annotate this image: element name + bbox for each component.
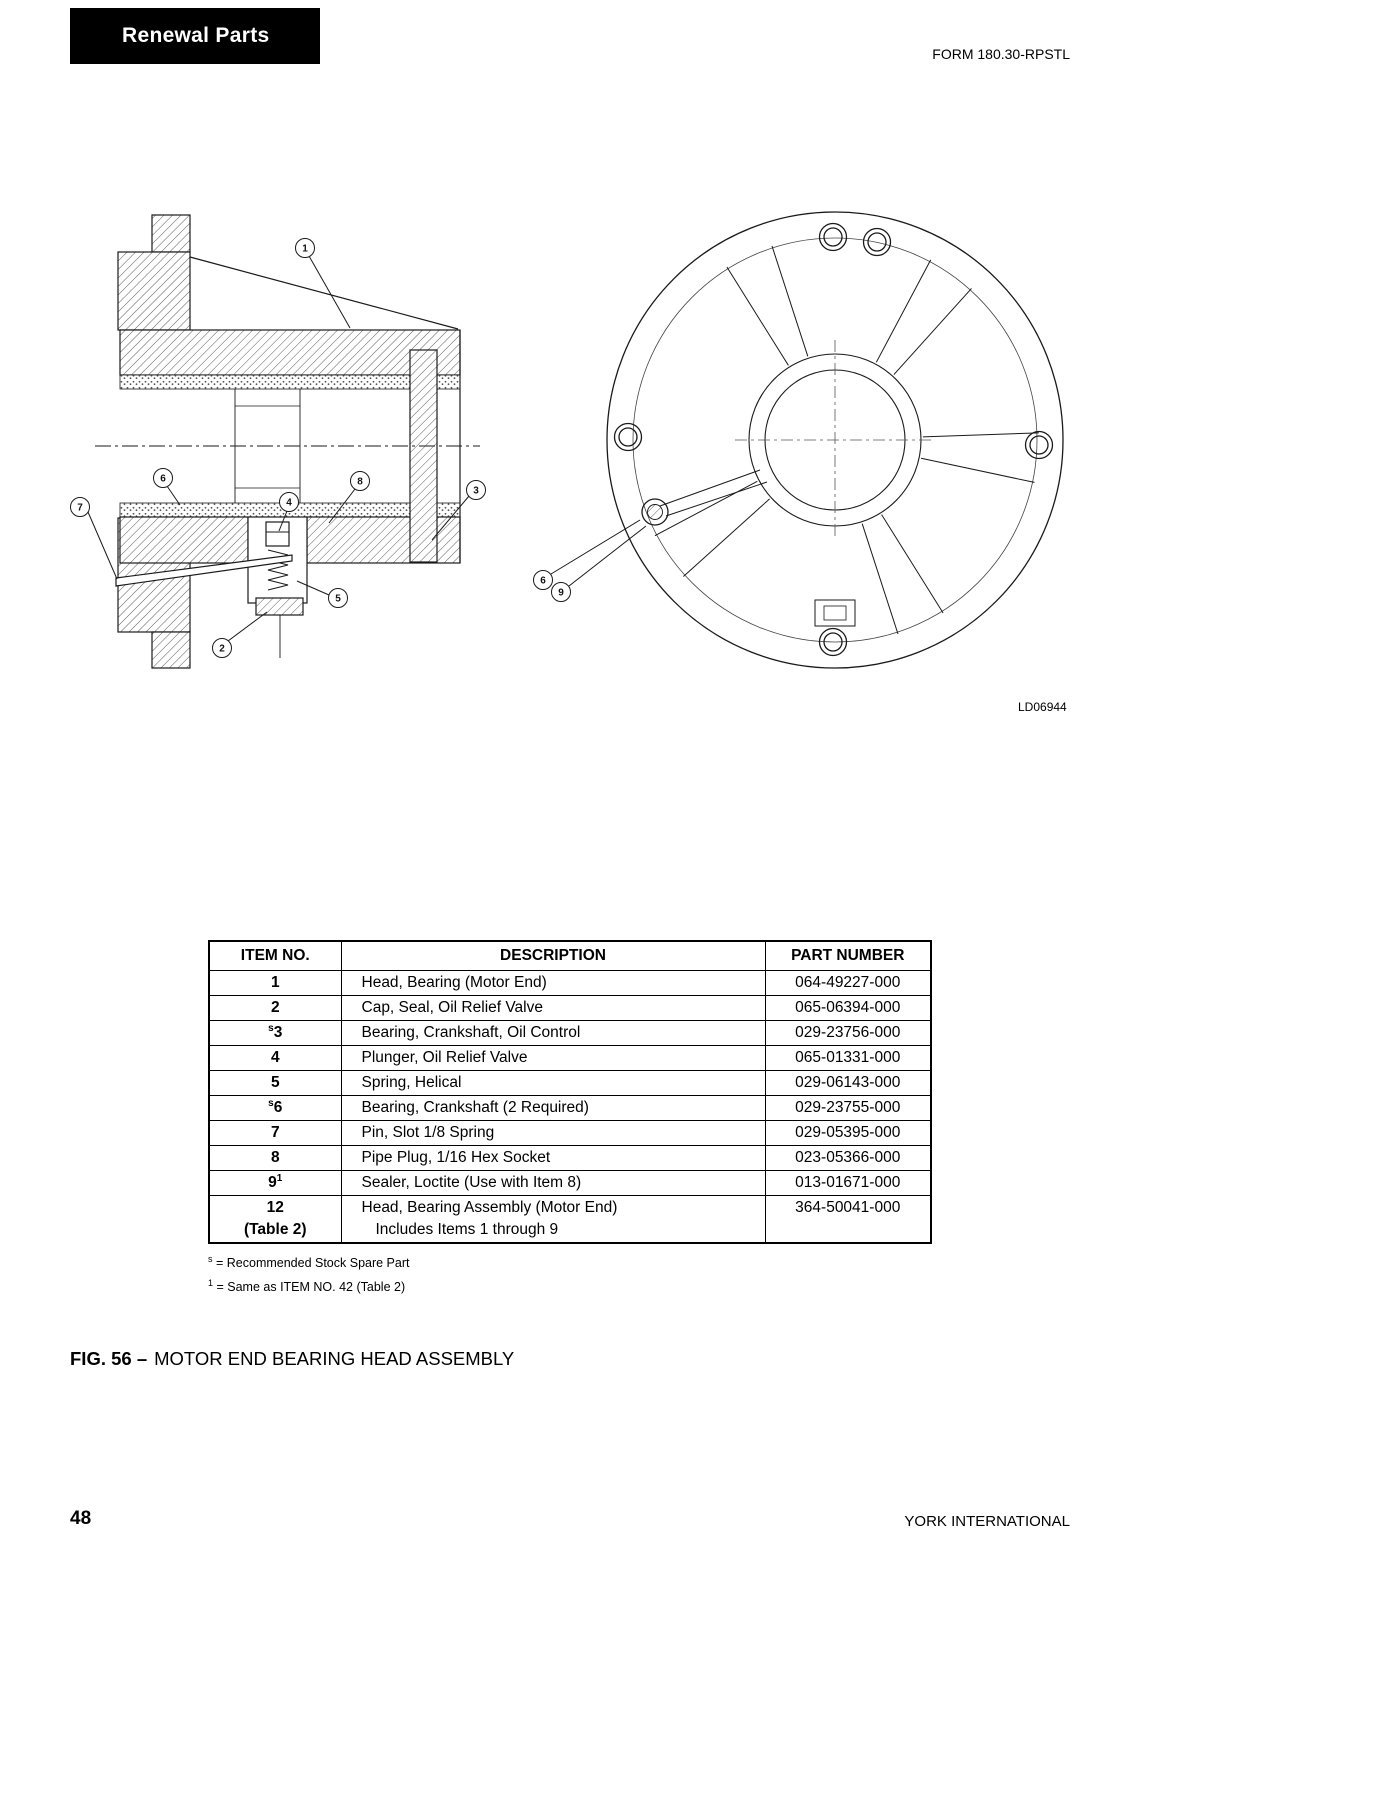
callout-5: 5 xyxy=(296,580,348,608)
col-header-description: DESCRIPTION xyxy=(340,940,766,971)
svg-text:7: 7 xyxy=(77,503,83,514)
item-no-cell: 4 xyxy=(208,1045,342,1072)
description-cell: Pipe Plug, 1/16 Hex Socket xyxy=(340,1145,766,1172)
page-number: 48 xyxy=(70,1508,92,1529)
part-number-cell: 065-06394-000 xyxy=(764,995,932,1021)
callout-2: 2 xyxy=(212,611,268,658)
description-cell: Spring, Helical xyxy=(340,1070,766,1097)
item-no-cell: 91 xyxy=(208,1170,342,1197)
item-no-cell: 12(Table 2) xyxy=(208,1195,342,1244)
cross-section-drawing xyxy=(95,214,480,669)
part-number-cell: 029-05395-000 xyxy=(764,1120,932,1147)
part-number-cell: 023-05366-000 xyxy=(764,1145,932,1172)
footnote-stock-sup: s xyxy=(208,1254,213,1265)
item-no-cell: 5 xyxy=(208,1070,342,1097)
part-number-cell: 029-23756-000 xyxy=(764,1019,932,1047)
figure-drawings: 1 2 3 4 5 xyxy=(70,211,1064,669)
description-cell: Sealer, Loctite (Use with Item 8) xyxy=(340,1170,766,1197)
part-number-cell: 029-06143-000 xyxy=(764,1070,932,1097)
footnote-stock-text: = Recommended Stock Spare Part xyxy=(215,1256,410,1271)
figure-number: FIG. 56 – xyxy=(70,1348,148,1369)
figure-caption: FIG. 56 – MOTOR END BEARING HEAD ASSEMBLY xyxy=(70,1348,514,1370)
svg-text:1: 1 xyxy=(302,244,308,255)
part-number-cell: 013-01671-000 xyxy=(764,1170,932,1197)
callout-6-right: 6 xyxy=(533,519,641,590)
svg-text:5: 5 xyxy=(335,594,341,605)
banner-label: Renewal Parts xyxy=(122,24,270,47)
description-cell: Head, Bearing Assembly (Motor End)Includ… xyxy=(340,1195,766,1244)
callout-8: 8 xyxy=(328,471,370,524)
col-header-part-number: PART NUMBER xyxy=(764,940,932,971)
face-view-drawing xyxy=(606,211,1064,669)
item-no-cell: s6 xyxy=(208,1095,342,1122)
svg-text:4: 4 xyxy=(286,498,292,509)
part-number-cell: 029-23755-000 xyxy=(764,1095,932,1122)
description-cell: Head, Bearing (Motor End) xyxy=(340,970,766,996)
renewal-parts-banner: Renewal Parts xyxy=(70,8,320,64)
item-no-cell: s3 xyxy=(208,1019,342,1047)
svg-text:3: 3 xyxy=(473,486,479,497)
table-row: 12(Table 2)Head, Bearing Assembly (Motor… xyxy=(208,1195,932,1244)
col-header-item-no: ITEM NO. xyxy=(208,940,342,971)
form-number: FORM 180.30-RPSTL xyxy=(932,46,1070,62)
item-no-cell: 7 xyxy=(208,1120,342,1147)
footnote-same-as-item-42: 1 = Same as ITEM NO. 42 (Table 2) xyxy=(208,1278,930,1294)
callout-3: 3 xyxy=(431,480,486,541)
description-cell: Bearing, Crankshaft, Oil Control xyxy=(340,1019,766,1047)
item-no-cell: 2 xyxy=(208,995,342,1021)
part-number-cell: 065-01331-000 xyxy=(764,1045,932,1072)
footnote-item42-text: = Same as ITEM NO. 42 (Table 2) xyxy=(216,1279,406,1294)
drawing-code: LD06944 xyxy=(1018,700,1067,714)
description-cell: Plunger, Oil Relief Valve xyxy=(340,1045,766,1072)
svg-text:9: 9 xyxy=(558,588,564,599)
description-cell: Pin, Slot 1/8 Spring xyxy=(340,1120,766,1147)
callout-4: 4 xyxy=(278,492,299,532)
part-number-cell: 364-50041-000 xyxy=(764,1195,932,1244)
footnote-stock-spare: s = Recommended Stock Spare Part xyxy=(208,1254,930,1270)
svg-text:6: 6 xyxy=(160,474,166,485)
item-no-cell: 1 xyxy=(208,970,342,996)
callout-1: 1 xyxy=(295,238,351,329)
svg-text:2: 2 xyxy=(219,644,225,655)
callout-9-right: 9 xyxy=(551,525,647,602)
callout-6: 6 xyxy=(153,468,181,506)
svg-text:6: 6 xyxy=(540,576,546,587)
company-name: YORK INTERNATIONAL xyxy=(904,1513,1070,1530)
description-cell: Bearing, Crankshaft (2 Required) xyxy=(340,1095,766,1122)
item-no-cell: 8 xyxy=(208,1145,342,1172)
svg-text:8: 8 xyxy=(357,477,363,488)
footnote-item42-sup: 1 xyxy=(208,1277,214,1288)
callout-7: 7 xyxy=(70,497,118,580)
table-footnotes: s = Recommended Stock Spare Part 1 = Sam… xyxy=(208,1254,930,1293)
table-header-row: ITEM NO. DESCRIPTION PART NUMBER xyxy=(208,940,932,971)
part-number-cell: 064-49227-000 xyxy=(764,970,932,996)
description-cell: Cap, Seal, Oil Relief Valve xyxy=(340,995,766,1021)
figure-title: MOTOR END BEARING HEAD ASSEMBLY xyxy=(154,1348,515,1369)
